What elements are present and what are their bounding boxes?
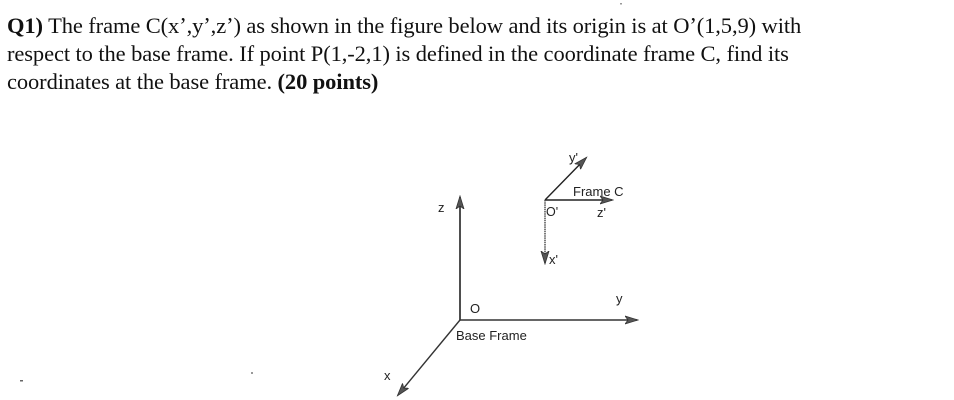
- base-frame: z y x O Base Frame: [384, 197, 637, 395]
- question-line-1: Q1) The frame C(xʼ,yʼ,zʼ) as shown in th…: [7, 13, 802, 38]
- base-y-label: y: [616, 291, 623, 306]
- question-number: Q1): [7, 13, 43, 38]
- question-text: Q1) The frame C(xʼ,yʼ,zʼ) as shown in th…: [7, 12, 952, 96]
- base-x-axis: [398, 319, 461, 395]
- base-z-label: z: [438, 200, 445, 215]
- base-origin-label: O: [470, 301, 480, 316]
- speck: [251, 372, 253, 374]
- question-line-2: respect to the base frame. If point P(1,…: [7, 41, 789, 66]
- speck: [620, 3, 622, 5]
- question-line-3: coordinates at the base frame. (20 point…: [7, 69, 379, 94]
- points-label: (20 points): [277, 69, 379, 94]
- c-y-axis: [544, 158, 586, 201]
- base-frame-label: Base Frame: [456, 328, 527, 343]
- c-y-label: y': [569, 150, 578, 165]
- speck: [20, 380, 23, 382]
- c-origin-label: O': [546, 205, 558, 219]
- frame-c-label: Frame C: [573, 184, 624, 199]
- c-z-label: z': [597, 205, 606, 220]
- frame-c: y' z' x' O' Frame C: [545, 150, 624, 267]
- c-x-label: x': [549, 252, 558, 267]
- base-x-label: x: [384, 368, 391, 383]
